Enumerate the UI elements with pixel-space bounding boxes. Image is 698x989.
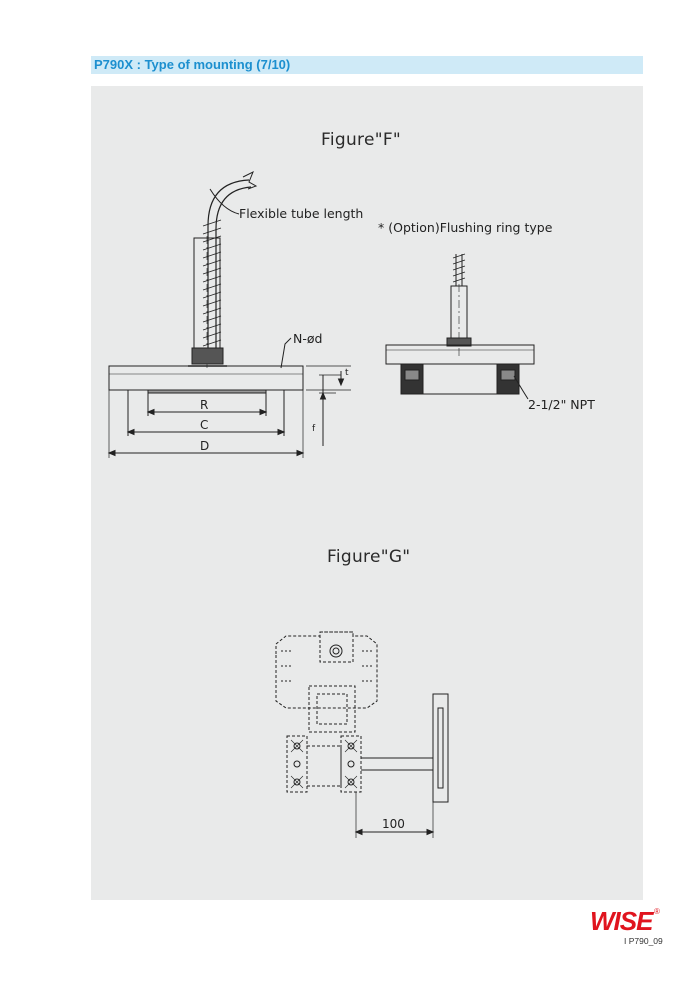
logo-wordmark: WISE xyxy=(590,906,654,935)
figure-g-title: Figure"G" xyxy=(327,547,411,567)
wise-logo: WISE ® xyxy=(589,905,664,936)
figure-g-drawing xyxy=(275,631,449,838)
section-header-bar: P790X : Type of mounting (7/10) xyxy=(91,56,643,74)
figure-f-flushing-ring-drawing xyxy=(385,253,535,400)
figure-f-title: Figure"F" xyxy=(321,130,402,150)
dimension-f: f xyxy=(312,424,316,434)
dimension-d: D xyxy=(200,439,210,453)
dimension-t: t xyxy=(345,368,349,378)
flushing-ring-label: * (Option)Flushing ring type xyxy=(378,220,553,235)
flexible-tube-label: Flexible tube length xyxy=(239,206,364,221)
page-code: I P790_09 xyxy=(624,936,663,946)
dimension-100: 100 xyxy=(382,817,405,831)
dimension-r: R xyxy=(200,398,209,412)
registered-mark: ® xyxy=(654,907,660,916)
drawing-panel: Figure"F" Flexible tube length * (Option… xyxy=(91,86,643,900)
npt-label: 2-1/2" NPT xyxy=(528,397,595,412)
figure-f-main-drawing xyxy=(107,170,351,458)
wise-logo-mark: WISE ® xyxy=(590,906,660,936)
dimension-c: C xyxy=(200,418,209,432)
hole-label: N-ød xyxy=(293,331,323,346)
technical-drawing xyxy=(107,170,535,838)
section-title: P790X : Type of mounting (7/10) xyxy=(94,57,291,72)
